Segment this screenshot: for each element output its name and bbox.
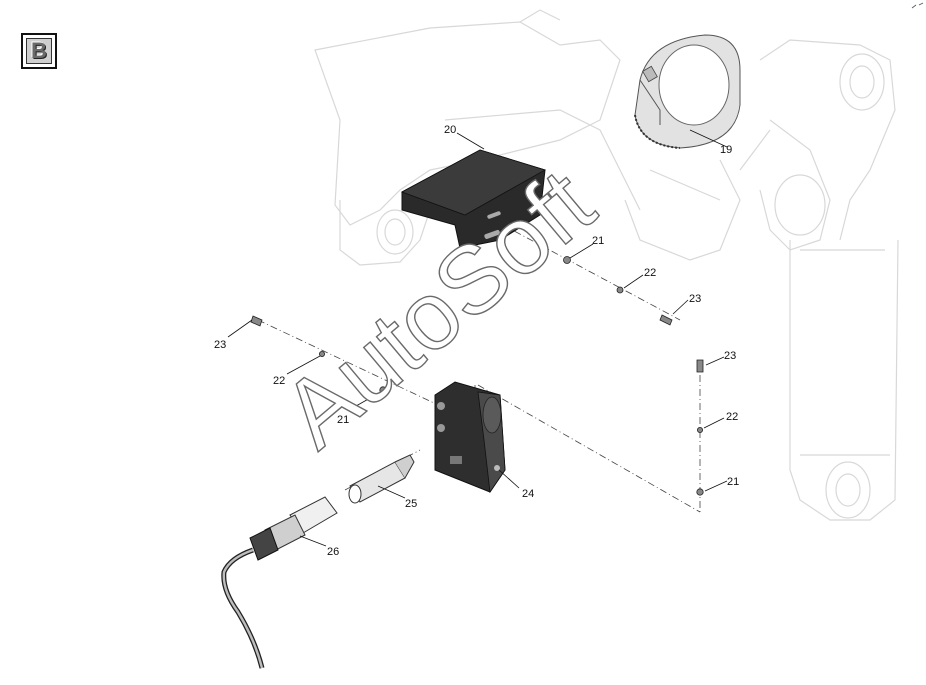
callout-24: 24 bbox=[522, 488, 534, 500]
corner-mark bbox=[911, 2, 924, 9]
hardware-fasteners bbox=[250, 256, 704, 496]
ghost-frame-assembly bbox=[314, 9, 899, 521]
callout-23-left: 23 bbox=[214, 339, 226, 351]
callout-26: 26 bbox=[327, 546, 339, 558]
callout-20: 20 bbox=[444, 124, 456, 136]
callout-21-left: 21 bbox=[337, 414, 349, 426]
callout-23-right: 23 bbox=[724, 350, 736, 362]
callout-22-top: 22 bbox=[644, 267, 656, 279]
callout-leaders bbox=[227, 129, 728, 547]
section-badge-letter: B bbox=[26, 38, 52, 64]
section-badge: B bbox=[21, 33, 57, 69]
split-ring-collar bbox=[634, 34, 741, 149]
proximity-sensor bbox=[221, 496, 338, 669]
callout-21-right: 21 bbox=[727, 476, 739, 488]
sensor-bracket bbox=[434, 381, 506, 494]
callout-25: 25 bbox=[405, 498, 417, 510]
callout-22-right: 22 bbox=[726, 411, 738, 423]
callout-22-left: 22 bbox=[273, 375, 285, 387]
callout-19: 19 bbox=[720, 144, 732, 156]
callout-21-top: 21 bbox=[592, 235, 604, 247]
sensor-barrel bbox=[348, 454, 415, 504]
callout-numbers: 19 20 21 22 23 23 22 21 23 22 21 24 25 2… bbox=[214, 124, 739, 558]
cover-plate bbox=[401, 149, 547, 249]
callout-23-top: 23 bbox=[689, 293, 701, 305]
